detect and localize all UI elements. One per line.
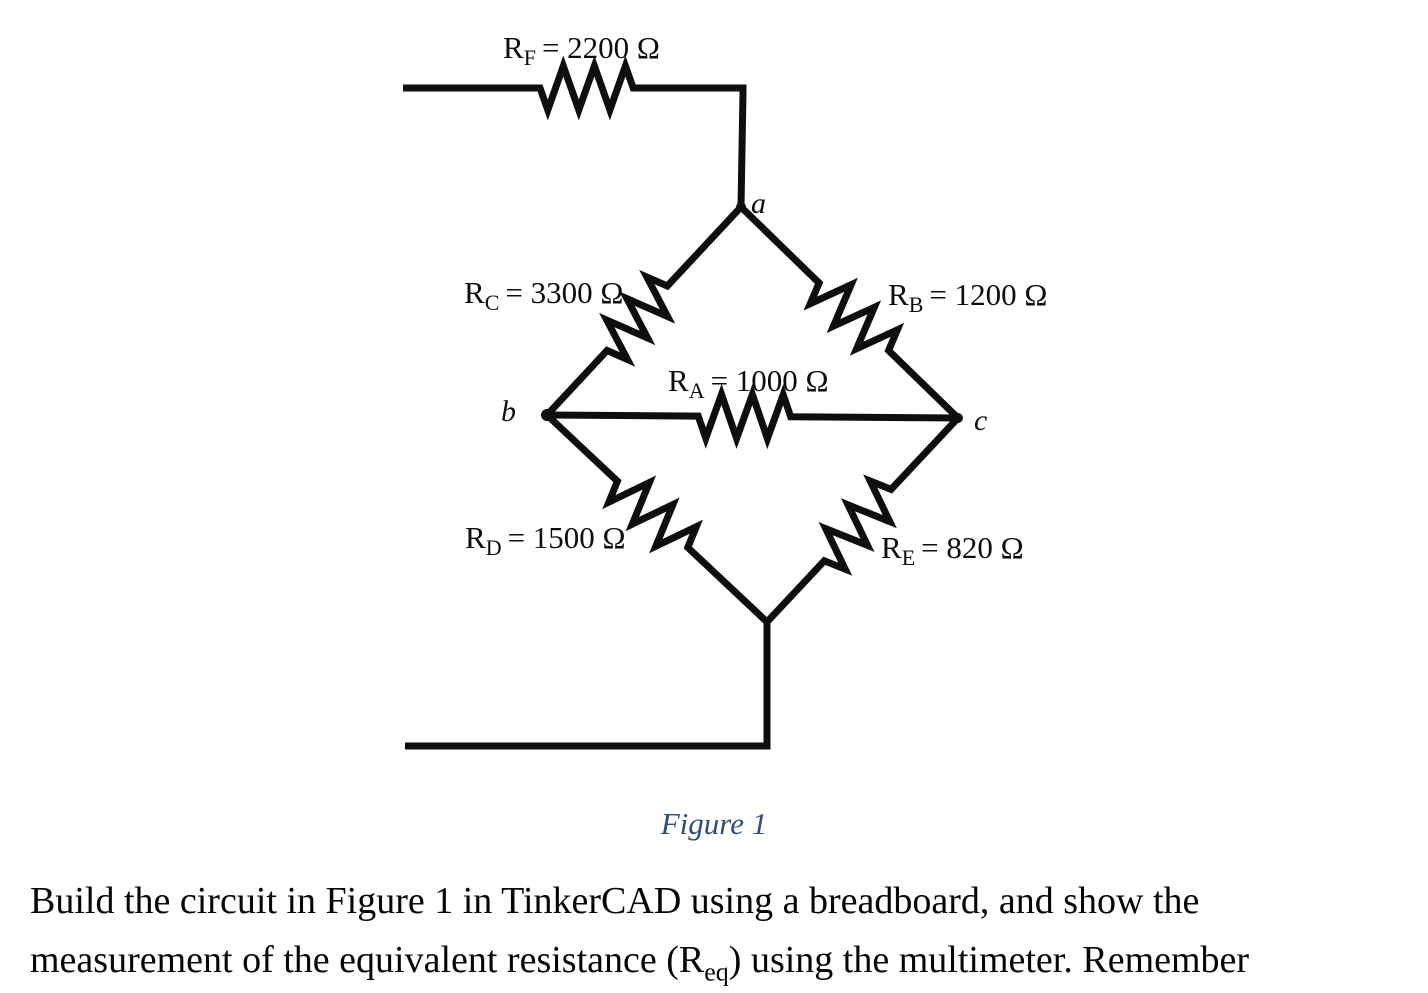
- resistor-RD-label: RD= 1500 Ω: [465, 520, 626, 560]
- body-paragraph: Build the circuit in Figure 1 in TinkerC…: [30, 872, 1428, 990]
- resistor-RF-label: RF= 2200 Ω: [503, 30, 660, 70]
- node-c-label: c: [974, 404, 987, 437]
- resistor-RC-label: RC= 3300 Ω: [464, 275, 623, 315]
- branch-a-c-with-resistor-RB: [738, 204, 961, 421]
- body-line-1: Build the circuit in Figure 1 in TinkerC…: [30, 880, 1200, 922]
- node-a-dot: [736, 202, 746, 212]
- branch-b-c-with-resistor-RA: [546, 383, 959, 450]
- wire-top-with-resistor-RF: [403, 55, 747, 208]
- wire-bottom: [405, 622, 771, 750]
- circuit-wires: [403, 55, 961, 750]
- node-b-label: b: [501, 395, 516, 428]
- branch-a-b-with-resistor-RC: [544, 204, 744, 418]
- branch-b-bottom-with-resistor-RD: [544, 412, 770, 625]
- body-line-2-post: ) using the multimeter. Remember: [728, 939, 1250, 981]
- body-line-2-pre: measurement of the equivalent resistance…: [30, 939, 705, 981]
- body-line-2: measurement of the equivalent resistance…: [30, 931, 1428, 990]
- figure-caption: Figure 1: [660, 806, 768, 841]
- node-a-label: a: [751, 187, 766, 220]
- resistor-RA-label: RA= 1000 Ω: [668, 363, 829, 403]
- node-c-dot: [953, 413, 963, 423]
- node-b-dot: [541, 409, 553, 421]
- resistor-RB-label: RB= 1200 Ω: [888, 277, 1047, 317]
- circuit-diagram: RF= 2200 Ω RC= 3300 Ω RB= 1200 Ω RA= 100…: [403, 30, 1047, 750]
- branch-c-bottom-with-resistor-RE: [764, 415, 961, 625]
- resistor-RE-label: RE= 820 Ω: [881, 530, 1024, 570]
- body-line-2-subscript: eq: [704, 957, 729, 987]
